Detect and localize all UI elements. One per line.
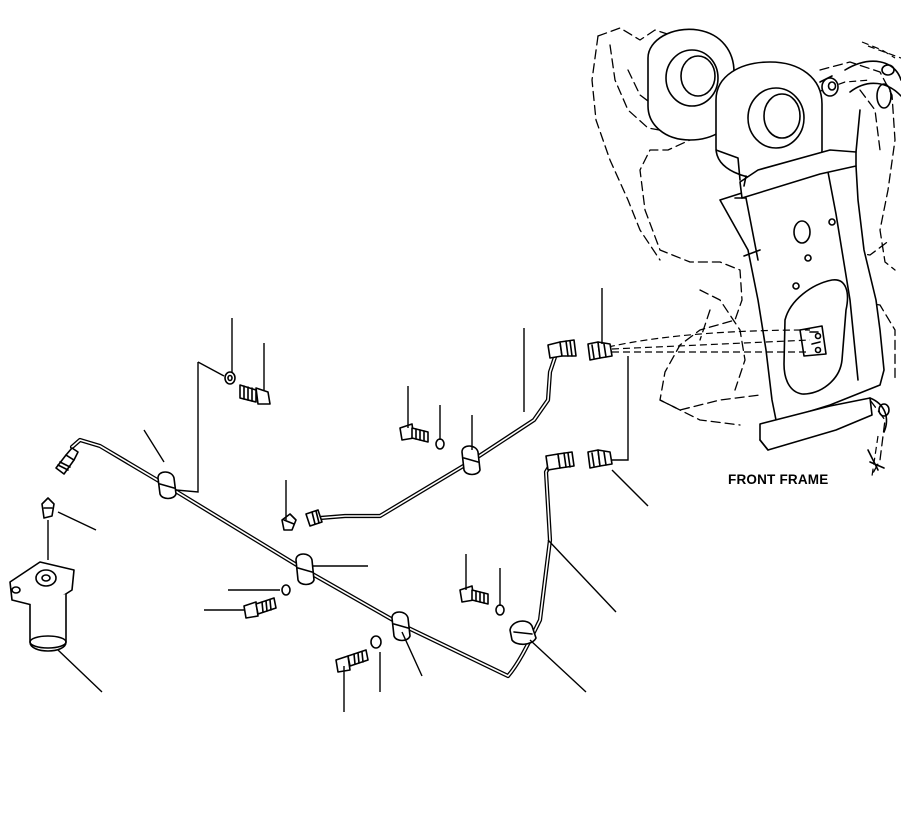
tube-clamps [157,445,537,646]
leader-lines [47,288,649,712]
upper-tube-left-fitting [281,509,323,531]
grease-tubes [69,351,559,679]
front-frame-label: FRONT FRAME [728,472,829,487]
frame-reference-lines [607,329,811,461]
clamp-3 [391,611,411,642]
left-grease-nipple [41,497,55,519]
pin-assembly [9,561,75,652]
bolt-group-a [224,371,271,405]
clamp-1 [157,471,177,500]
upper-connector [587,341,613,361]
left-tube-fitting [55,447,79,475]
clamp-5 [461,445,481,476]
front-frame-structure [591,27,901,477]
bolt-group-b [399,423,445,450]
tube-fittings [41,339,613,531]
bolt-group-e [335,635,382,673]
bolt-group-c [459,585,505,616]
clamp-4 [509,620,537,646]
upper-tube-end-fitting [547,339,577,359]
clamp-2 [295,553,315,586]
bolts-and-washers [224,371,505,673]
lower-connector [587,449,613,469]
bolt-group-d [243,584,291,619]
lower-tube-end-fitting [545,451,575,471]
